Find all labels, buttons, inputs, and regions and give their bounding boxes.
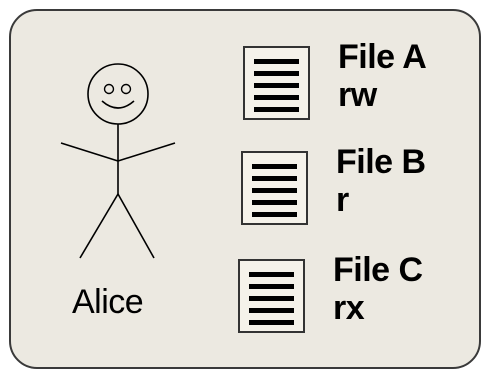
file-permissions: r <box>336 181 349 219</box>
file-name: File C <box>333 251 423 289</box>
document-icon <box>238 259 305 333</box>
file-permissions: rx <box>333 289 365 327</box>
file-permissions: rw <box>338 76 377 114</box>
document-icon <box>243 46 310 120</box>
user-figure <box>58 58 178 273</box>
document-icon <box>241 151 308 225</box>
file-name: File A <box>338 38 427 76</box>
stick-figure-icon <box>60 63 176 259</box>
file-name: File B <box>336 143 426 181</box>
user-name-label: Alice <box>72 283 144 321</box>
